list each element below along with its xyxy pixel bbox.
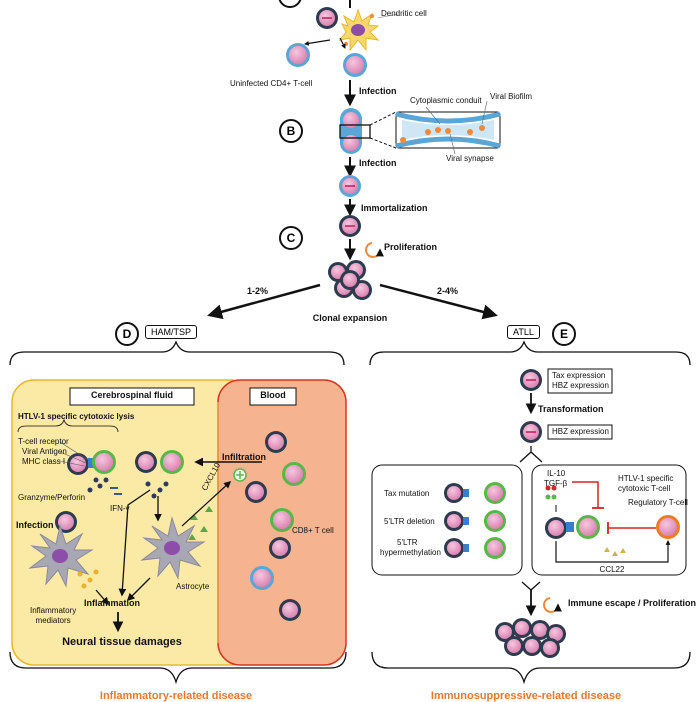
hbz-expression-2-label: HBZ expression [552,427,609,436]
left-percent-label: 1-2% [247,286,269,296]
tcr-label: T-cell receptor [18,437,69,446]
immortalization-label: Immortalization [361,203,428,213]
ltr-hyper-label-1: 5'LTR [397,538,418,547]
mediators-label: Inflammatory mediators [30,606,77,625]
cytoplasmic-conduit-label: Cytoplasmic conduit [410,96,482,105]
left-branch [9,340,347,685]
dendritic-cell-shape [338,8,380,52]
htlv-ctl-label-1: HTLV-1 specific [618,474,674,483]
panel-c-marker: C [279,226,303,250]
immortalized-cell [339,215,361,237]
htlv-ctl-label-2: cytotoxic T-cell [618,484,671,493]
ifn-label: IFN-γ [110,504,130,513]
right-percent-label: 2-4% [437,286,459,296]
ham-tsp-label: HAM/TSP [145,325,198,339]
mhc-label: MHC class I [22,457,66,466]
left-disease-label: Inflammatory-related disease [99,690,253,702]
tgf-label: TGF-β [544,479,568,488]
ccl22-label: CCL22 [599,565,625,574]
synapse-cells [339,100,501,155]
proliferation-label: Proliferation [384,242,438,252]
immune-escape-label: Immune escape / Proliferation [568,598,697,608]
panel-b-marker: B [279,119,303,143]
viral-synapse-label: Viral synapse [446,154,494,163]
uninfected-cell [286,43,310,67]
atll-label: ATLL [507,325,540,339]
infected-cell [339,175,361,197]
transformation-label: Transformation [538,404,604,414]
clonal-cluster [328,260,372,300]
infection-label-2: Infection [359,158,397,168]
inflammation-label: Inflammation [84,598,141,608]
panel-e-marker: E [552,322,576,346]
hbz-expression-label: HBZ expression [552,381,609,390]
cd8-label: CD8+ T cell [292,526,334,535]
clonal-expansion-label: Clonal expansion [312,313,388,323]
astrocyte-left [28,524,94,588]
dendritic-cell-label: Dendritic cell [381,9,427,18]
top-flow [207,0,501,320]
uninfected-cd4-label: Uninfected CD4+ T-cell [230,79,313,88]
atll-cluster [495,618,566,658]
viral-antigen-label: Viral Antigen [22,447,67,456]
tax-mutation-label: Tax mutation [384,489,430,498]
treg-label: Regulatory T-cell [628,498,688,507]
ltr-deletion-label: 5'LTR deletion [384,517,435,526]
right-disease-label: Immunosuppressive-related disease [430,690,622,702]
il10-label: IL-10 [547,469,566,478]
panel-d-marker: D [115,322,139,346]
blood-title: Blood [260,390,286,400]
granzyme-label: Granzyme/Perforin [18,493,86,502]
astrocyte-right [140,516,206,580]
lysis-label: HTLV-1 specific cytotoxic lysis [18,412,135,421]
viral-biofilm-label: Viral Biofilm [490,92,533,101]
csf-title: Cerebrospinal fluid [90,390,174,400]
tax-expression-label: Tax expression [552,371,606,380]
infected-cell [316,7,338,29]
ltr-hyper-label-2: hypermethylation [380,548,441,557]
infection-left-label: Infection [16,520,54,530]
astrocyte-label: Astrocyte [176,582,210,591]
neural-damage-label: Neural tissue damages [62,636,182,648]
uninfected-cell [343,53,367,77]
right-branch [369,340,691,685]
infection-label-1: Infection [359,86,397,96]
infiltration-label: Infiltration [222,452,266,462]
